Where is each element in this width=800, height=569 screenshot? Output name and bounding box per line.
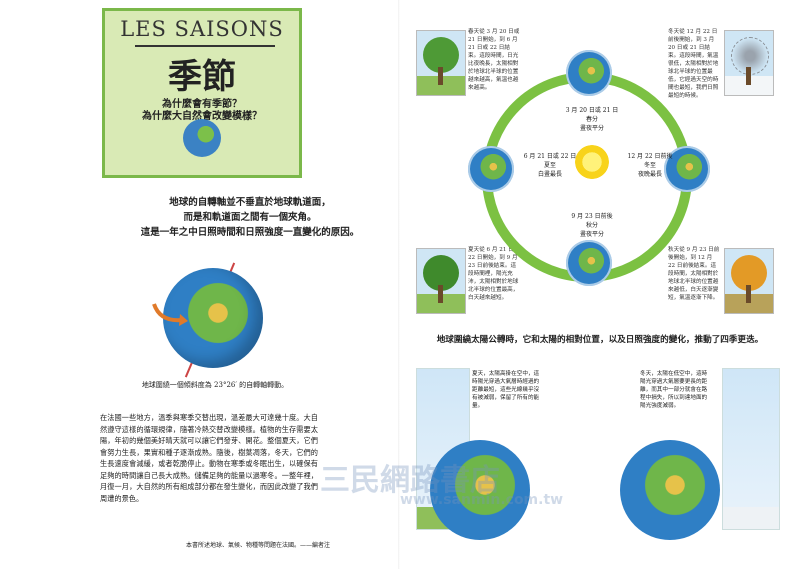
page-spine — [398, 0, 400, 569]
globe-summer-icon — [468, 146, 514, 192]
globe-autumn-icon — [566, 240, 612, 286]
orbit-label-desc: 白晝最長 — [537, 171, 562, 178]
body-paragraph: 在法國一些地方，溫季與寒季交替出現，溫差最大可達幾十度。大自然遵守這樣的循環規律… — [100, 413, 318, 503]
intro-line-1: 地球的自轉軸並不垂直於地球軌道面， — [169, 197, 331, 208]
title-rule — [135, 45, 275, 47]
rotation-arrow-icon — [152, 303, 188, 326]
orbit-label-spring: 3 月 20 日或 21 日 春分 晝夜平分 — [552, 106, 632, 133]
winter-panel-text: 冬天，太陽在低空中，這時陽光穿過大氣層要更長的距離，而其中一部分就會在路程中損失… — [640, 371, 708, 409]
tilted-globe-icon — [163, 268, 263, 368]
orbit-label-autumn: 9 月 23 日前後 秋分 晝夜平分 — [552, 212, 632, 239]
orbit-label-desc: 夜晚最長 — [637, 171, 662, 178]
winter-tree-image — [724, 30, 774, 96]
orbit-label-date: 6 月 21 日或 22 日 — [523, 153, 577, 160]
autumn-text: 秋天從 9 月 23 日前後開始，到 12 月 22 日前後結束。這段時間，太陽… — [668, 247, 720, 301]
orbit-label-name: 春分 — [585, 116, 598, 123]
globe-bottom-right-icon — [620, 440, 720, 540]
orbit-label-desc: 晝夜平分 — [579, 125, 604, 132]
orbit-label-date: 3 月 20 日或 21 日 — [565, 107, 619, 114]
globe-winter-icon — [664, 146, 710, 192]
winter-text: 冬天從 12 月 22 日前後開始，到 3 月 20 日或 21 日結束。這段時… — [668, 29, 719, 99]
globe-bottom-left-icon — [430, 440, 530, 540]
sun-icon — [575, 145, 609, 179]
orbit-label-summer: 6 月 21 日或 22 日 夏至 白晝最長 — [510, 152, 590, 179]
summer-panel-text: 夏天，太陽高掛在空中，這時陽光穿過大氣層時經過的距離最短，這些光線幾乎沒有被減弱… — [472, 371, 540, 409]
summer-text: 夏天從 6 月 21 日或 22 日開始，到 9 月 23 日前後結束。這段時間… — [468, 247, 520, 301]
summer-tree-image — [416, 248, 466, 314]
intro-line-2: 而是和軌道面之間有一個夾角。 — [183, 212, 317, 223]
watermark-text: 三民網路書店 — [320, 463, 500, 498]
footer-note: 本書所述地球、氣候、物種等問題在法國。——編者注 — [185, 542, 330, 549]
intro-line-3: 這是一年之中日照時間和日照強度一直變化的原因。 — [140, 227, 360, 238]
orbit-label-date: 9 月 23 日前後 — [571, 213, 613, 220]
autumn-tree-image — [724, 248, 774, 314]
spring-text: 春天從 3 月 20 日或 21 日開始，到 6 月 21 日或 22 日結束。… — [468, 29, 520, 91]
title-box: LES SAISONS 季節 為什麼會有季節？ 為什麼大自然會改變模樣？ — [102, 8, 302, 178]
winter-sky-panel — [722, 368, 780, 530]
orbit-caption: 地球圍繞太陽公轉時，它和太陽的相對位置，以及日照強度的變化，推動了四季更迭。 — [436, 335, 764, 345]
watermark-url: www.sanmin.com.tw — [400, 492, 564, 508]
orbit-label-desc: 晝夜平分 — [579, 231, 604, 238]
orbit-label-name: 秋分 — [585, 222, 598, 229]
orbit-label-date: 12 月 22 日前後 — [627, 153, 673, 160]
globe-caption: 地球圍繞一個傾斜度為 23°26′ 的自轉軸轉動。 — [141, 381, 289, 389]
title-french: LES SAISONS — [120, 17, 284, 41]
orbit-label-name: 夏至 — [543, 162, 556, 169]
question-2: 為什麼大自然會改變模樣？ — [142, 111, 262, 122]
orbit-label-winter: 12 月 22 日前後 冬至 夜晚最長 — [610, 152, 690, 179]
title-chinese: 季節 — [168, 57, 236, 97]
small-globe-icon — [183, 119, 221, 157]
orbit-label-name: 冬至 — [643, 162, 656, 169]
globe-spring-icon — [566, 50, 612, 96]
spring-tree-image — [416, 30, 466, 96]
question-1: 為什麼會有季節？ — [162, 99, 242, 110]
